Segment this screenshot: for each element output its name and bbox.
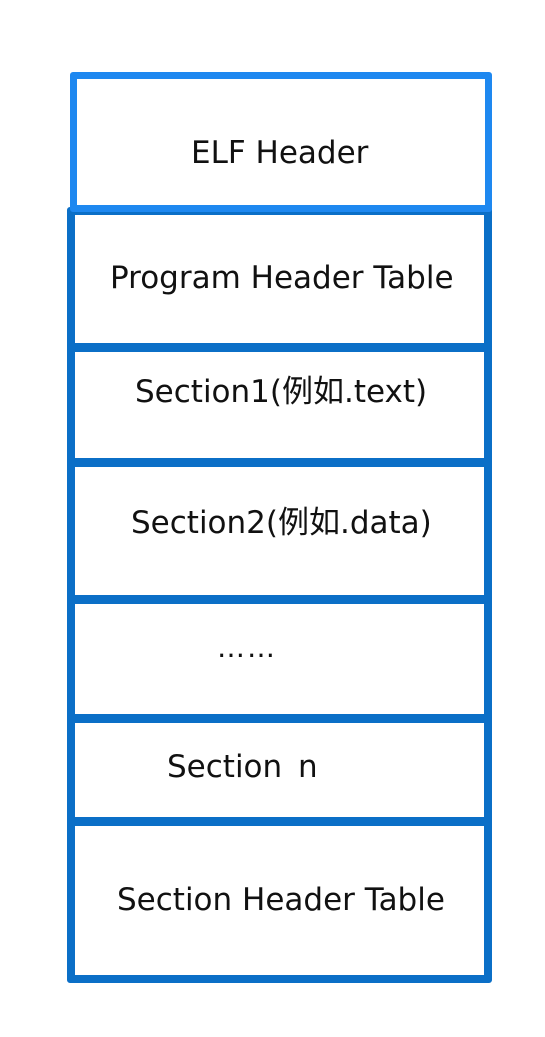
section-header-table-block: [67, 818, 492, 983]
section-header-table-label: Section Header Table: [117, 882, 445, 918]
program-header-table-block: [67, 207, 492, 351]
section-n-label: Section n: [167, 749, 318, 785]
ellipsis-label: ……: [217, 631, 277, 664]
section-2-label: Section2(例如.data): [131, 505, 432, 541]
ellipsis-block: [67, 596, 492, 722]
elf-header-label: ELF Header: [191, 135, 369, 171]
elf-header-block: [70, 72, 492, 212]
section-2-block: [67, 459, 492, 603]
program-header-table-label: Program Header Table: [110, 260, 454, 296]
section-1-label: Section1(例如.text): [135, 374, 428, 410]
